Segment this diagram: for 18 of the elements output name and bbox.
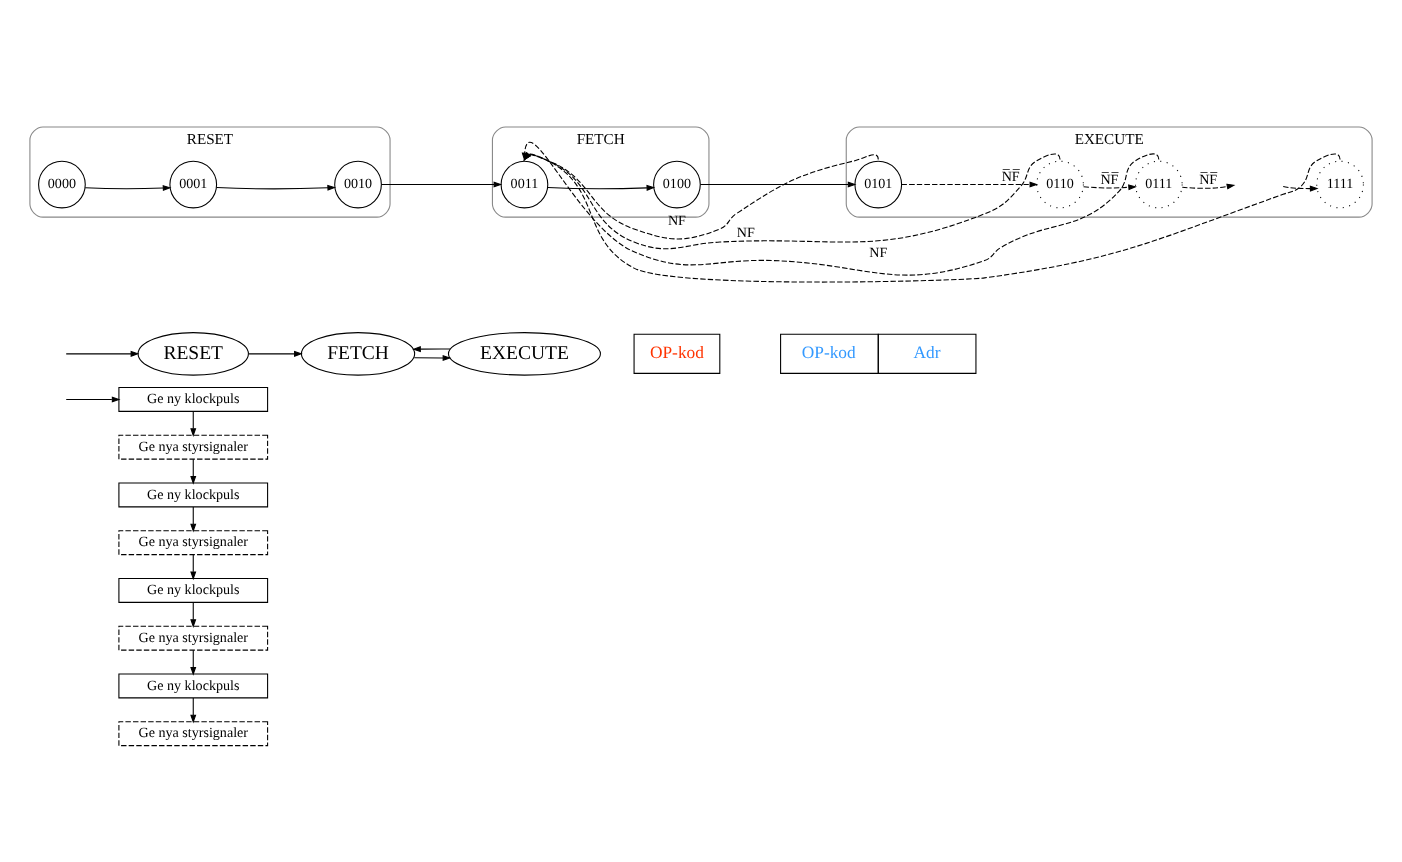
arrow — [412, 345, 451, 352]
node-ellipse: FETCH — [300, 331, 416, 375]
arrow — [413, 353, 452, 360]
arrow — [65, 349, 140, 356]
arrow — [1181, 182, 1236, 189]
arrow — [901, 180, 1039, 187]
arrow — [699, 180, 857, 187]
arrow — [381, 180, 503, 187]
node-ellipse: EXECUTE — [447, 331, 601, 375]
arrow — [248, 349, 303, 356]
node-box: OP-kod — [633, 332, 721, 373]
arrow — [216, 183, 337, 190]
arrow — [84, 184, 172, 191]
arrow — [1282, 184, 1319, 191]
node-ellipse: RESET — [137, 331, 249, 375]
arrow — [1083, 183, 1137, 190]
arrow — [65, 395, 121, 402]
arrow — [547, 183, 656, 190]
